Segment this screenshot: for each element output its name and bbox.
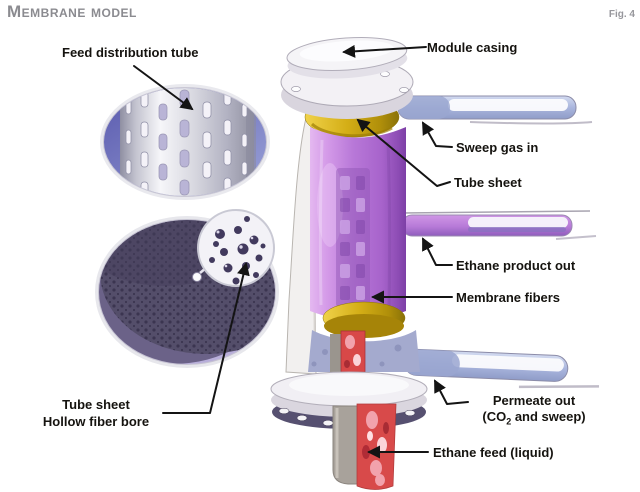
tube-sheet-inset xyxy=(95,209,279,368)
leader-tube-sheet-left xyxy=(162,262,250,414)
leader-ethane-product-out xyxy=(422,237,453,266)
label-tube-sheet-left-line2: Hollow fiber bore xyxy=(42,414,150,429)
label-module-casing: Module casing xyxy=(427,40,518,55)
label-tube-sheet-left: Tube sheet Hollow fiber bore xyxy=(20,396,172,430)
figure-number: Fig. 4 xyxy=(608,9,635,20)
label-ethane-feed-liquid: Ethane feed (liquid) xyxy=(433,445,554,460)
feed-distribution-tube-inset xyxy=(100,84,270,200)
ethane-product-pipe xyxy=(401,210,597,240)
label-sweep-gas-in: Sweep gas in xyxy=(456,140,539,155)
label-permeate-out-line2: (CO2 and sweep) xyxy=(482,409,586,427)
label-tube-sheet-right: Tube sheet xyxy=(454,175,522,190)
leader-tube-sheet-right xyxy=(356,118,451,187)
leader-sweep-gas-in xyxy=(422,121,453,148)
leader-feed-distribution-tube xyxy=(133,65,194,111)
permeate-chamber xyxy=(308,330,420,373)
leader-module-casing xyxy=(342,44,427,58)
membrane-fiber-body xyxy=(310,127,406,320)
module-casing-wall xyxy=(285,117,317,375)
permeate-pipe xyxy=(403,348,600,389)
label-permeate-out-line1: Permeate out xyxy=(492,393,576,408)
label-feed-distribution-tube: Feed distribution tube xyxy=(62,45,199,60)
sweep-gas-pipe xyxy=(397,95,593,125)
top-flange xyxy=(280,37,414,119)
figure-title: Membrane model xyxy=(7,2,137,21)
label-ethane-product-out: Ethane product out xyxy=(456,258,576,273)
label-tube-sheet-left-line1: Tube sheet xyxy=(62,397,130,412)
ethane-feed-tube xyxy=(332,403,397,490)
callout-leaders xyxy=(133,44,469,459)
leader-permeate-out xyxy=(434,379,469,405)
label-membrane-fibers: Membrane fibers xyxy=(456,290,561,305)
label-permeate-out: Permeate out (CO2 and sweep) xyxy=(458,393,610,427)
membrane-module xyxy=(270,37,600,490)
